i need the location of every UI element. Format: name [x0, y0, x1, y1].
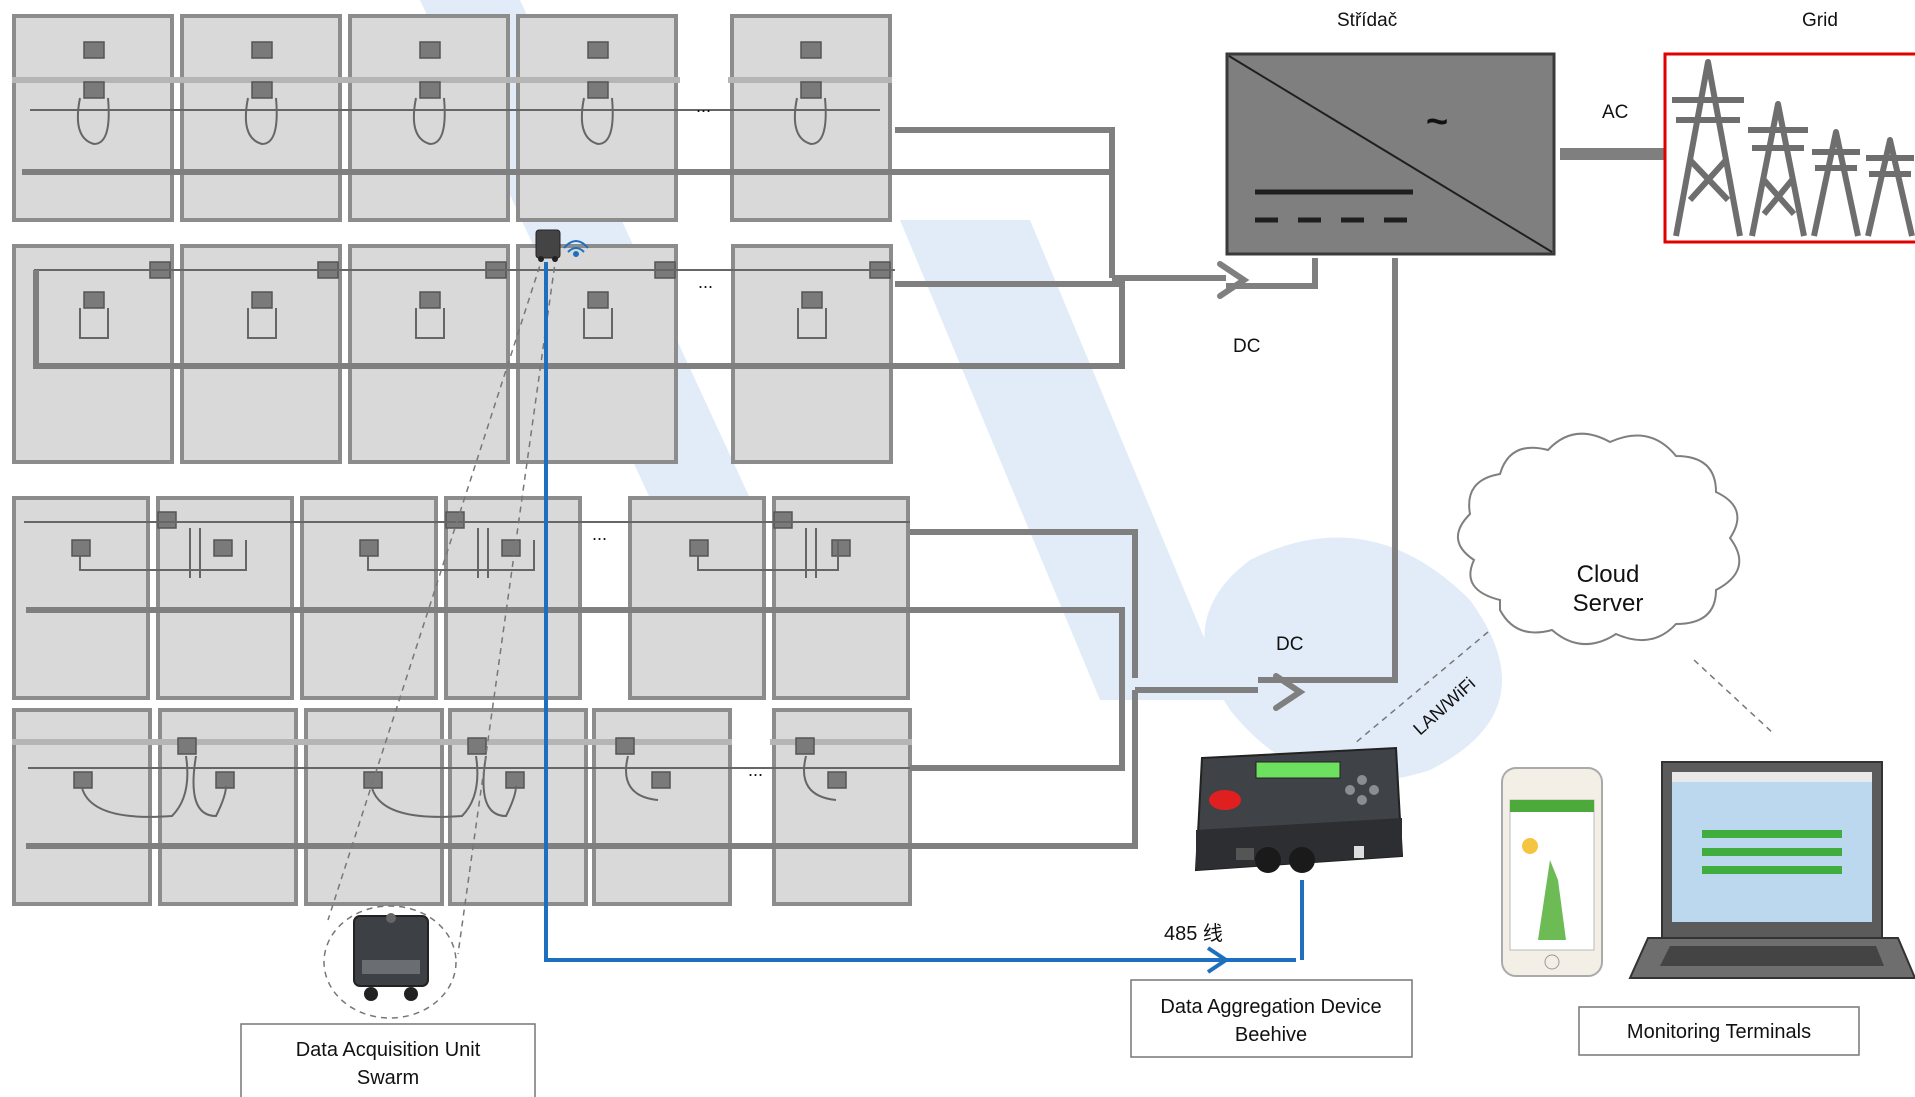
solar-panel	[630, 498, 764, 698]
dc-label-lower: DC	[1276, 634, 1303, 655]
aggregation-device-icon	[1196, 748, 1402, 873]
solar-panel	[446, 498, 580, 698]
acquisition-unit-on-panel-icon	[536, 230, 560, 262]
acquisition-unit-caption: Data Acquisition Unit Swarm	[241, 1024, 535, 1097]
ellipsis-row2: ...	[698, 272, 713, 292]
inverter: ~	[1227, 54, 1554, 254]
laptop-icon	[1630, 762, 1915, 978]
ellipsis-row3: ...	[592, 524, 607, 544]
ellipsis-row4: ...	[748, 760, 763, 780]
grid-label: Grid	[1802, 10, 1838, 31]
solar-panel-array	[14, 16, 910, 904]
inverter-ac-symbol: ~	[1426, 101, 1448, 143]
cloud-label-line1: Cloud	[1577, 561, 1640, 588]
acquisition-unit-subtitle: Swarm	[357, 1067, 419, 1089]
solar-panel	[733, 246, 891, 462]
rs485-label: 485 线	[1164, 922, 1223, 945]
solar-panel	[14, 498, 148, 698]
solar-panel	[158, 498, 292, 698]
solar-panel	[774, 498, 908, 698]
solar-panel	[182, 246, 340, 462]
aggregation-device-subtitle: Beehive	[1235, 1024, 1307, 1046]
monitoring-terminals-caption: Monitoring Terminals	[1579, 1007, 1859, 1055]
grid-towers-icon	[1665, 54, 1915, 242]
solar-panel	[350, 246, 508, 462]
ac-label: AC	[1602, 102, 1628, 123]
solar-panel	[302, 498, 436, 698]
smartphone-icon	[1502, 768, 1602, 976]
inverter-label: Střídač	[1337, 10, 1397, 31]
acquisition-unit-device-icon	[354, 913, 428, 1001]
aggregation-device-caption: Data Aggregation Device Beehive	[1131, 980, 1412, 1057]
cloud-server-icon: Cloud Server	[1458, 434, 1739, 644]
monitoring-terminals-title: Monitoring Terminals	[1627, 1021, 1811, 1043]
dc-label-upper: DC	[1233, 336, 1260, 357]
ellipsis-row1: ...	[696, 96, 711, 116]
aggregation-device-title: Data Aggregation Device	[1160, 996, 1381, 1018]
acquisition-unit-title: Data Acquisition Unit	[296, 1039, 481, 1061]
cloud-label-line2: Server	[1573, 590, 1644, 617]
